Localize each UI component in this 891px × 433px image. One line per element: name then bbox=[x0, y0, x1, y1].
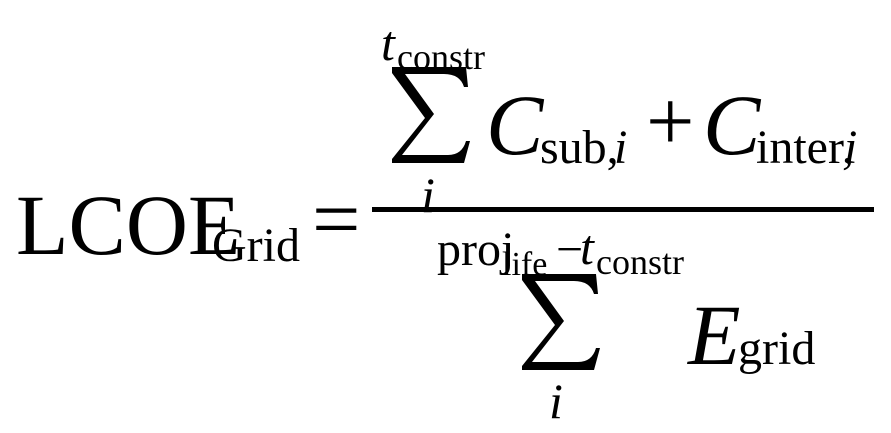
numerator-sum-upper-var: t bbox=[381, 15, 395, 71]
numerator-term2-var: C bbox=[703, 77, 761, 173]
denominator-sum-lower: i bbox=[549, 373, 563, 429]
plus-sign: + bbox=[646, 73, 695, 169]
numerator-term2-sub-index: i bbox=[844, 121, 858, 174]
numerator-term1-sub-index: i bbox=[614, 121, 628, 174]
numerator-sum-lower: i bbox=[421, 167, 435, 223]
numerator-term1-var: C bbox=[486, 77, 544, 173]
equals-sign: = bbox=[312, 171, 361, 267]
lcoe-subscript: Grid bbox=[212, 219, 300, 272]
denominator-upper-var-sub: constr bbox=[596, 242, 684, 282]
denominator-proj: proj bbox=[437, 223, 515, 276]
denominator-sigma-icon bbox=[522, 274, 600, 370]
denominator-upper-var: t bbox=[580, 219, 594, 275]
numerator-term1-sub: sub, bbox=[540, 121, 619, 174]
numerator-term2-sub: inter, bbox=[756, 121, 855, 174]
denominator-term-sub: grid bbox=[738, 322, 816, 375]
numerator-sigma-icon bbox=[392, 67, 470, 163]
fraction-bar bbox=[372, 207, 874, 212]
denominator-minus: − bbox=[556, 223, 584, 276]
lcoe-label: LCOE bbox=[16, 177, 241, 273]
denominator-term-var: E bbox=[688, 287, 741, 383]
